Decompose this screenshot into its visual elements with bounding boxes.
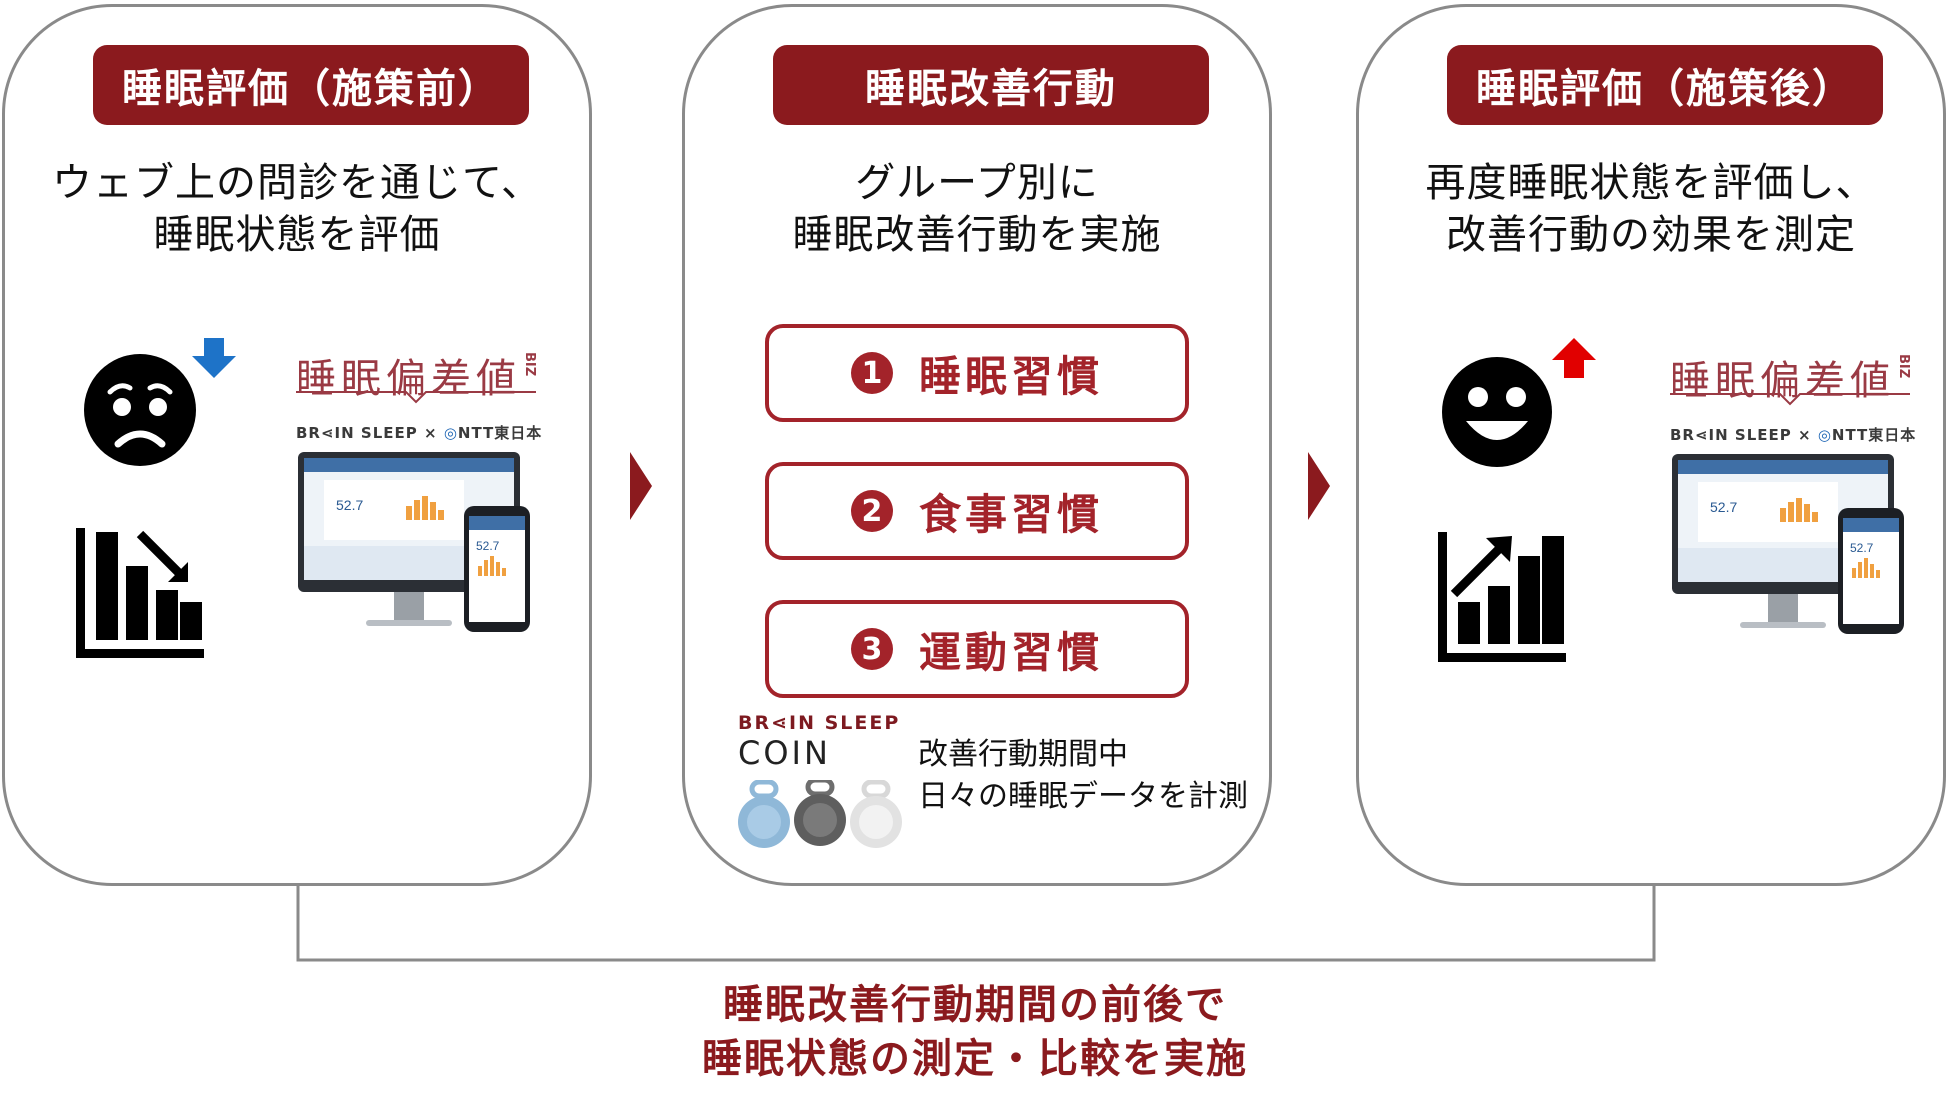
logo-sub: BR⋖IN SLEEP × ◎NTT東日本 bbox=[1670, 424, 1916, 445]
bar-chart-up-icon bbox=[1438, 532, 1566, 662]
panel-before-description: ウェブ上の問診を通じて、 睡眠状態を評価 bbox=[5, 157, 589, 261]
device-mockup-after: 52.7 52.7 bbox=[1672, 454, 1904, 634]
down-arrow-icon bbox=[192, 338, 236, 378]
logo-title: 睡眠偏差値 bbox=[1670, 358, 1895, 404]
sleep-score-logo: 睡眠偏差値 BIZ BR⋖IN SLEEP × ◎NTT東日本 bbox=[296, 346, 542, 443]
bar-chart-down-icon bbox=[76, 528, 204, 658]
logo-biz: BIZ bbox=[522, 352, 537, 377]
ntt-logo-icon: ◎ bbox=[443, 424, 458, 442]
logo-biz: BIZ bbox=[1896, 354, 1911, 379]
habit-label: 運動習慣 bbox=[918, 627, 1103, 677]
desc-line: 改善行動の効果を測定 bbox=[1446, 212, 1856, 258]
coin-description: 改善行動期間中 日々の睡眠データを計測 bbox=[918, 734, 1248, 818]
ntt-logo-icon: ◎ bbox=[1817, 426, 1832, 444]
up-arrow-icon bbox=[1552, 338, 1596, 378]
desc-line: ウェブ上の問診を通じて、 bbox=[52, 160, 542, 206]
ntt-logo: NTT東日本 bbox=[1831, 426, 1917, 444]
bottom-summary: 睡眠改善行動期間の前後で 睡眠状態の測定・比較を実施 bbox=[0, 978, 1950, 1086]
logo-title: 睡眠偏差値 bbox=[296, 356, 521, 402]
habit-number: 3 bbox=[850, 628, 893, 670]
sleep-score-logo-after: 睡眠偏差値 BIZ BR⋖IN SLEEP × ◎NTT東日本 bbox=[1670, 348, 1916, 445]
logo-times: × bbox=[1798, 426, 1812, 444]
brain-sleep-logo: BR⋖IN SLEEP bbox=[296, 424, 418, 442]
coin-brand: BR⋖IN SLEEP bbox=[738, 712, 901, 734]
coin-word: COIN bbox=[738, 734, 831, 772]
coin-line: 改善行動期間中 bbox=[918, 737, 1128, 772]
chevron-right-icon bbox=[1308, 452, 1330, 520]
coin-line: 日々の睡眠データを計測 bbox=[918, 779, 1248, 814]
chevron-right-icon bbox=[630, 452, 652, 520]
panel-after-header: 睡眠評価（施策後） bbox=[1447, 45, 1883, 125]
phone-score: 52.7 bbox=[1850, 541, 1874, 555]
logo-bracket bbox=[1670, 393, 1910, 406]
screen-score: 52.7 bbox=[336, 497, 363, 513]
ntt-logo: NTT東日本 bbox=[457, 424, 543, 442]
screen-score: 52.7 bbox=[1710, 499, 1737, 515]
habit-number: 2 bbox=[850, 490, 893, 532]
desc-line: 睡眠状態を評価 bbox=[153, 212, 441, 258]
logo-times: × bbox=[424, 424, 438, 442]
panel-action: 睡眠改善行動 グループ別に 睡眠改善行動を実施 bbox=[682, 4, 1272, 886]
device-mockup: 52.7 52.7 bbox=[298, 452, 530, 632]
desc-line: 睡眠改善行動を実施 bbox=[792, 212, 1162, 258]
smiling-face-icon bbox=[1442, 357, 1552, 467]
habit-label: 睡眠習慣 bbox=[918, 351, 1103, 401]
brain-sleep-logo: BR⋖IN SLEEP bbox=[1670, 426, 1792, 444]
habit-label: 食事習慣 bbox=[918, 489, 1103, 539]
panel-before-header: 睡眠評価（施策前） bbox=[93, 45, 529, 125]
logo-sub: BR⋖IN SLEEP × ◎NTT東日本 bbox=[296, 422, 542, 443]
summary-line: 睡眠改善行動期間の前後で bbox=[723, 982, 1227, 1028]
worried-face-icon bbox=[84, 354, 196, 466]
habit-sleep: 1 睡眠習慣 bbox=[765, 324, 1189, 422]
panel-after-description: 再度睡眠状態を評価し、 改善行動の効果を測定 bbox=[1359, 157, 1943, 261]
desc-line: グループ別に bbox=[855, 160, 1099, 206]
habit-diet: 2 食事習慣 bbox=[765, 462, 1189, 560]
panel-action-header: 睡眠改善行動 bbox=[773, 45, 1209, 125]
habit-exercise: 3 運動習慣 bbox=[765, 600, 1189, 698]
logo-bracket bbox=[296, 391, 536, 404]
phone-score: 52.7 bbox=[476, 539, 500, 553]
desc-line: 再度睡眠状態を評価し、 bbox=[1425, 160, 1877, 206]
habit-number: 1 bbox=[850, 352, 893, 394]
panel-action-description: グループ別に 睡眠改善行動を実施 bbox=[685, 157, 1269, 261]
summary-line: 睡眠状態の測定・比較を実施 bbox=[702, 1036, 1248, 1082]
before-after-bracket bbox=[296, 886, 1656, 962]
sleep-coin-devices-icon bbox=[738, 780, 902, 848]
